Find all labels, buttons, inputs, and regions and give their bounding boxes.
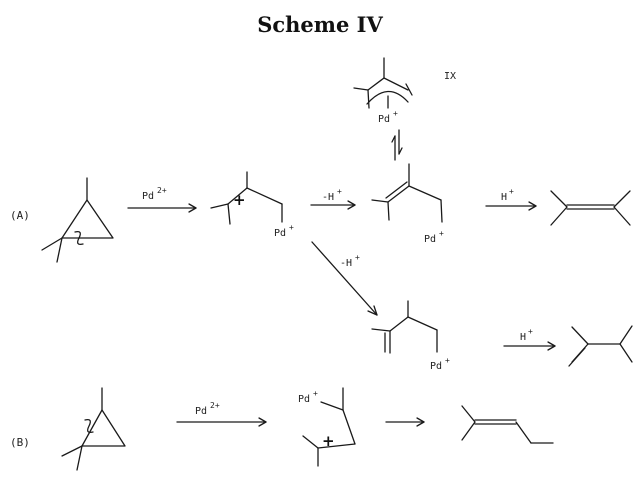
tetrasubstituted-alkene-product (550, 190, 631, 226)
alkene-pd-intermediate-lower: Pd + (371, 300, 450, 372)
alkene-pd-intermediate-upper: Pd + (371, 163, 444, 245)
row-a-label: (A) (10, 209, 30, 222)
scheme-title: Scheme IV (257, 12, 383, 37)
arrow-deprotonation-upper: -H + (310, 187, 356, 210)
reagent-minus-h-charge-lower: + (355, 253, 360, 262)
pd-cation-intermediate-a: Pd (274, 228, 286, 239)
cyclopropane-b (61, 387, 126, 471)
row-b-label: (B) (10, 436, 30, 449)
pd-cation-charge-intermediate-b: + (313, 389, 318, 398)
pd-cation-upper-product: Pd (424, 234, 436, 245)
carbocation-intermediate-a: + Pd + (210, 171, 294, 239)
pd-cation-charge-ix: + (393, 109, 398, 118)
reagent-minus-h-lower: -H (340, 258, 352, 269)
pd-cation-charge-lower-product: + (445, 356, 450, 365)
reagent-pd-a: Pd (142, 191, 154, 202)
carbocation-charge-b: + (322, 432, 335, 450)
reagent-minus-h-charge-upper: + (337, 187, 342, 196)
cyclopropane-a (41, 177, 114, 263)
arrow-pd-addition-b: Pd 2+ (176, 401, 267, 427)
allyl-complex-ix: Pd + IX (353, 57, 456, 125)
reagent-pd-b: Pd (195, 406, 207, 417)
reagent-plus-h-upper: H (501, 192, 507, 203)
pd-cation-lower-product: Pd (430, 361, 442, 372)
arrow-pd-addition-a: Pd 2+ (127, 186, 197, 213)
reagent-plus-h-lower: H (520, 332, 526, 343)
arrow-elimination-b (385, 417, 425, 427)
arrow-protonation-lower: H + (503, 327, 556, 351)
pd-cation-charge-upper-product: + (439, 229, 444, 238)
carbocation-charge-a: + (233, 191, 246, 209)
arrow-deprotonation-lower: -H + (311, 241, 378, 316)
complex-ix-label: IX (444, 71, 456, 82)
equilibrium-arrows (391, 129, 403, 161)
pd-cation-intermediate-b: Pd (298, 394, 310, 405)
reagent-plus-h-charge-lower: + (528, 327, 533, 336)
carbocation-intermediate-b: Pd + + (298, 387, 356, 467)
pd-cation-charge-intermediate-a: + (289, 223, 294, 232)
reagent-plus-h-charge-upper: + (509, 187, 514, 196)
arrow-protonation-upper: H + (485, 187, 537, 211)
pd-cation-ix: Pd (378, 114, 390, 125)
trisubstituted-alkene-product (461, 405, 554, 444)
reagent-minus-h-upper: -H (322, 192, 334, 203)
reagent-pd-charge-a: 2+ (157, 186, 167, 195)
terminal-alkene-product (568, 325, 633, 367)
reagent-pd-charge-b: 2+ (210, 401, 220, 410)
